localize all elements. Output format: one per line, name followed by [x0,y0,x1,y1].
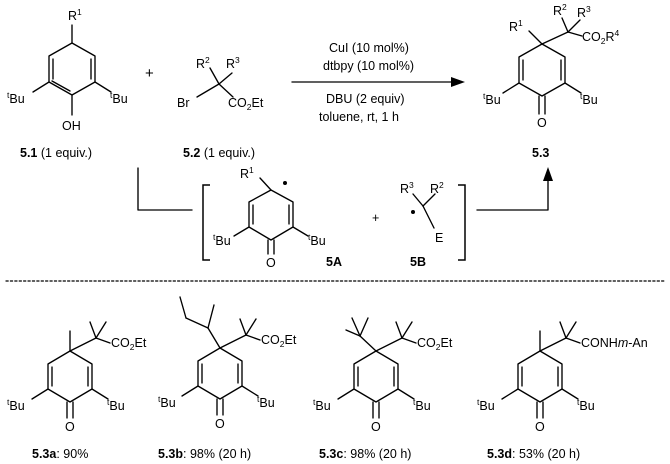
condition-solvent: toluene, rt, 1 h [319,110,399,124]
svg-text:O: O [65,420,75,434]
radical-b-r2-label: R2 [430,180,444,196]
product-ester-label: CO2R4 [582,28,620,46]
bromide-r2-label: R2 [196,55,210,71]
mechanism-path-left [137,167,193,211]
mechanism-path-right [476,179,549,211]
example-5-3c-structure: O CO2Et tBu tBu [313,317,453,434]
bromide-r3-label: R3 [226,55,240,71]
radical-a-r1-label: R1 [240,165,254,181]
radical-b-dot [411,210,415,214]
radical-a-ring [248,189,294,241]
example-5-3c-label: 5.3c: 98% (20 h) [319,447,411,461]
svg-text:tBu: tBu [577,397,595,413]
product-r1-label: R1 [509,18,523,34]
right-bracket [458,184,466,261]
svg-text:O: O [535,420,545,434]
phenol-tbu-left: tBu [7,90,25,106]
label-5-2: 5.2 (1 equiv.) [183,146,255,160]
phenol-ring [48,42,96,96]
svg-text:O: O [371,420,381,434]
example-5-3b-label: 5.3b: 98% (20 h) [158,447,251,461]
label-5a: 5A [326,255,342,269]
condition-base: DBU (2 equiv) [326,92,405,106]
svg-text:CO2Et: CO2Et [261,333,297,349]
bromide-ester-label: CO2Et [228,96,264,112]
svg-text:tBu: tBu [158,394,176,410]
phenol-oh-label: OH [62,119,81,133]
radical-a-tbu-left: tBu [213,232,231,248]
product-5-3: O R1 R2 R3 CO2R4 tBu tBu [483,2,620,130]
product-o-label: O [537,116,547,130]
phenol-5-1: R1 OH tBu tBu [7,7,128,133]
radical-a-o-label: O [266,256,276,270]
radical-b-r3-label: R3 [400,180,414,196]
bromide-br-label: Br [177,96,190,110]
condition-ligand: dtbpy (10 mol%) [323,59,414,73]
example-5-3b-structure: O CO2Et tBu tBu [158,296,297,431]
product-r2-label: R2 [553,2,567,18]
mechanism-arrow-head [543,167,553,181]
condition-catalyst: CuI (10 mol%) [329,41,409,55]
example-5-3d-label: 5.3d: 53% (20 h) [487,447,580,461]
svg-text:tBu: tBu [257,394,275,410]
example-5-3d-structure: O CONHm-An tBu tBu [477,321,648,434]
svg-text:tBu: tBu [107,397,125,413]
product-ring [518,43,566,97]
left-bracket [202,184,210,261]
plus-sign-mechanism: + [372,211,379,225]
product-tbu-right: tBu [580,91,598,107]
radical-a-dot [283,181,287,185]
label-5b: 5B [410,255,426,269]
label-5-3: 5.3 [532,146,549,160]
radical-a-tbu-right: tBu [308,232,326,248]
radical-5b: R3 R2 E [400,180,444,245]
radical-5a: O R1 tBu tBu [213,165,326,270]
product-tbu-left: tBu [483,91,501,107]
radical-b-e-label: E [435,231,443,245]
label-5-1: 5.1 (1 equiv.) [20,146,92,160]
phenol-tbu-right: tBu [110,90,128,106]
svg-text:tBu: tBu [313,397,331,413]
svg-text:tBu: tBu [477,397,495,413]
example-5-3a-structure: O CO2Et tBu tBu [7,321,147,434]
reaction-arrow [291,77,465,87]
svg-text:tBu: tBu [7,397,25,413]
plus-sign-top: + [145,65,154,82]
svg-text:O: O [215,417,225,431]
product-r3-label: R3 [577,4,591,20]
bromide-5-2: Br R2 R3 CO2Et [177,55,264,112]
example-5-3a-label: 5.3a: 90% [32,447,88,461]
svg-text:CONHm-An: CONHm-An [581,336,648,350]
svg-text:CO2Et: CO2Et [417,336,453,352]
phenol-r1-label: R1 [68,7,82,23]
svg-text:tBu: tBu [413,397,431,413]
svg-text:CO2Et: CO2Et [111,336,147,352]
